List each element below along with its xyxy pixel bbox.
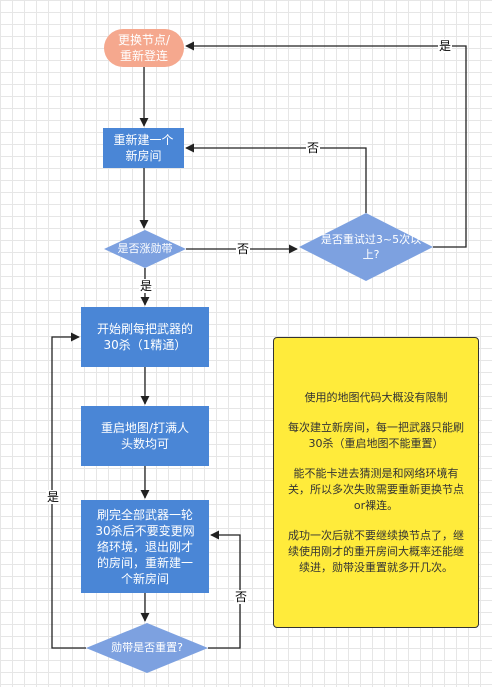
decision-retry-shape — [299, 213, 433, 281]
note-paragraph-3: 能不能卡进去猜测是和网络环境有关，所以多次失败需要重新更换节点or裸连。 — [288, 466, 464, 512]
start-farming-node: 开始刷每把武器的 30杀（1精通） — [81, 307, 209, 367]
start-node-shape — [104, 29, 184, 67]
edge-label-retry-yes: 是 — [438, 39, 453, 53]
start-node-label: 更换节点/ 重新登连 — [117, 33, 171, 63]
restart-map-shape — [81, 406, 209, 466]
note-paragraph-4: 成功一次后就不要继续换节点了，继续使用刚才的重开房间大概率还能继续进，勋带没重置… — [288, 528, 464, 574]
create-room-node: 重新建一个 新房间 — [103, 128, 184, 168]
finish-all-node: 刷完全部武器一轮 30杀后不要变更网 络环境，退出刚才 的房间，重新建一 个新房… — [81, 500, 209, 593]
restart-map-label: 重启地图/打满人 头数均可 — [100, 421, 190, 451]
note-paragraph-2: 每次建立新房间，每一把武器只能刷30杀（重启地图不能重置） — [288, 420, 464, 450]
note-box: 使用的地图代码大概没有限制 每次建立新房间，每一把武器只能刷30杀（重启地图不能… — [273, 337, 479, 628]
edge-label-ping-no: 否 — [236, 242, 251, 256]
decision-ping-node: 是否涨勋带 — [104, 240, 186, 258]
decision-retry-node: 是否重试过3~5次以 上? — [308, 230, 434, 264]
edge-label-ping-yes: 是 — [139, 279, 154, 293]
finish-all-label: 刷完全部武器一轮 30杀后不要变更网 络环境，退出刚才 的房间，重新建一 个新房… — [95, 507, 195, 586]
restart-map-node: 重启地图/打满人 头数均可 — [81, 406, 209, 466]
decision-ping-shape — [104, 230, 186, 268]
start-node: 更换节点/ 重新登连 — [104, 29, 184, 67]
decision-retry-label: 是否重试过3~5次以 上? — [320, 233, 422, 261]
decision-reset-node: 勋带是否重置? — [90, 640, 204, 656]
edge-retry-yes-to-start — [185, 41, 467, 248]
edge-label-reset-no: 否 — [234, 590, 249, 604]
edge-retry-no-to-create — [185, 143, 367, 213]
create-room-label: 重新建一个 新房间 — [113, 133, 174, 163]
create-room-shape — [103, 128, 184, 168]
edge-label-reset-yes: 是 — [46, 490, 61, 504]
start-farming-label: 开始刷每把武器的 30杀（1精通） — [96, 322, 193, 352]
decision-reset-label: 勋带是否重置? — [111, 641, 183, 654]
note-paragraph-1: 使用的地图代码大概没有限制 — [304, 390, 448, 404]
decision-reset-shape — [86, 623, 208, 673]
edge-label-retry-no: 否 — [306, 141, 321, 155]
decision-ping-label: 是否涨勋带 — [117, 242, 173, 255]
finish-all-shape — [81, 500, 209, 593]
start-farming-shape — [81, 307, 209, 367]
